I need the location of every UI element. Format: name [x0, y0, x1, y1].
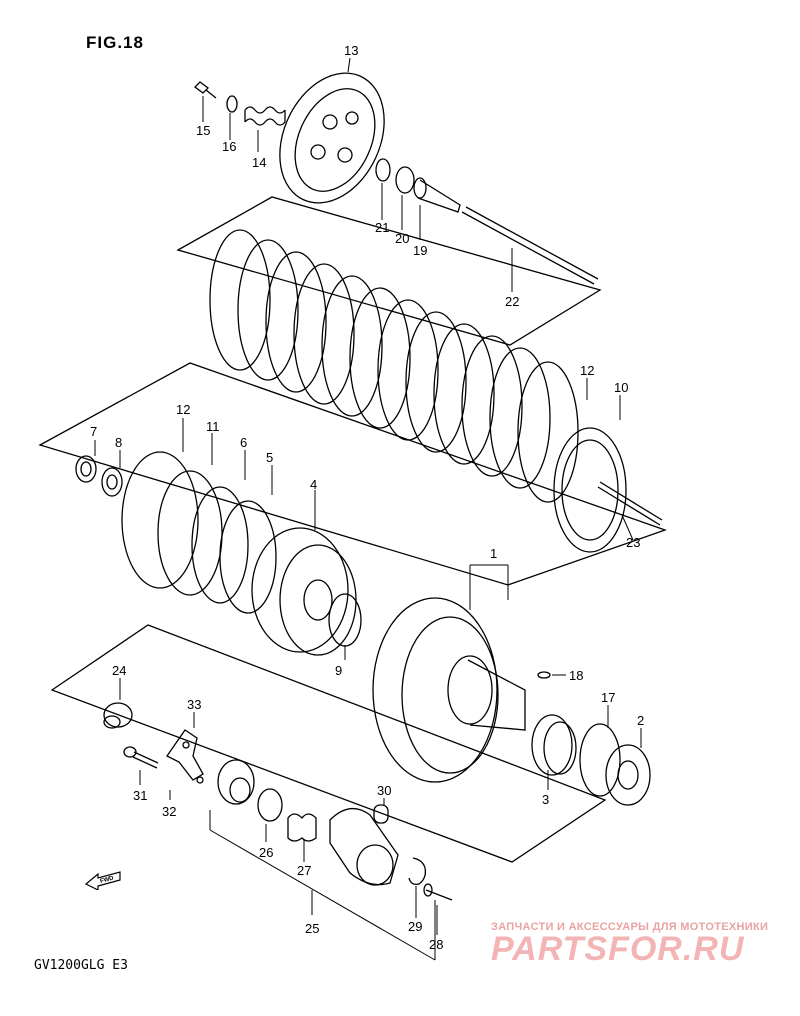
washer-16: [226, 95, 238, 113]
fwd-text: FWD: [100, 875, 115, 885]
ring-5: [219, 500, 277, 614]
part-label: 28: [429, 937, 444, 952]
lower-plate-group-outline: [38, 362, 667, 586]
part-label: 17: [601, 690, 616, 705]
part-label: 15: [196, 123, 211, 138]
part-label: 23: [626, 535, 641, 550]
part-label: 6: [240, 435, 248, 450]
part-label: 4: [310, 477, 318, 492]
part-label: 25: [305, 921, 320, 936]
leader-lines: [94, 57, 642, 961]
part-label: 16: [222, 139, 237, 154]
part-label: 30: [377, 783, 392, 798]
part-label: 1: [490, 546, 498, 561]
ring-6: [191, 486, 249, 604]
damper-24: [103, 702, 133, 729]
part-label: 20: [395, 231, 410, 246]
part-label: 5: [266, 450, 274, 465]
forward-arrow-icon: FWD: [84, 871, 121, 890]
seal-26: [257, 788, 283, 822]
washer-2: [605, 744, 651, 806]
bearing-piece: [217, 759, 255, 805]
watermark-brand: PARTSFOR.RU: [491, 930, 745, 968]
model-code: GV1200GLG E3: [34, 958, 128, 973]
part-label: 3: [542, 792, 550, 807]
clutch-plate-stack: [209, 229, 627, 553]
pusher-19: [413, 177, 461, 213]
part-label: 12: [176, 402, 191, 417]
plate-group-outline: [176, 196, 602, 346]
part-label: 10: [614, 380, 629, 395]
bleeder-28: [423, 883, 453, 901]
pushrod-22: [461, 206, 599, 285]
part-label: 29: [408, 919, 423, 934]
clutch-housing-1: [372, 597, 526, 783]
part-label: 14: [252, 155, 267, 170]
bolt-15: [194, 81, 217, 99]
watermark-tagline: ЗАПЧАСТИ И АКСЕССУАРЫ ДЛЯ МОТОТЕХНИКИ: [491, 921, 769, 933]
part-label: 31: [133, 788, 148, 803]
part-label: 7: [90, 424, 98, 439]
bracket-33: [166, 729, 204, 784]
gear-3: [531, 714, 577, 776]
part-label: 8: [115, 435, 123, 450]
slave-cylinder-25: [329, 808, 399, 886]
part-label: 19: [413, 243, 428, 258]
figure-title: FIG.18: [86, 33, 144, 52]
part-label: 2: [637, 713, 645, 728]
rod-23: [597, 481, 663, 526]
gear-17: [579, 723, 621, 797]
bearing-20: [395, 166, 415, 194]
part-label: 12: [580, 363, 595, 378]
clutch-hub-4: [251, 527, 357, 656]
nut-7: [75, 455, 97, 483]
part-label: 24: [112, 663, 127, 678]
part-label: 18: [569, 668, 584, 683]
lock-washer-8: [101, 467, 123, 497]
washer-21: [375, 158, 391, 182]
bolt-31: [123, 746, 159, 769]
part-label: 11: [206, 419, 220, 434]
part-label: 9: [335, 663, 343, 678]
part-label: 27: [297, 863, 312, 878]
clip-29: [408, 857, 427, 886]
pin-18: [537, 671, 551, 679]
plate-12-lower: [121, 451, 199, 589]
boot-27: [287, 813, 317, 842]
hub-group-outline: [50, 624, 607, 863]
spring-14: [244, 106, 286, 126]
part-label: 32: [162, 804, 177, 819]
part-label: 13: [344, 43, 359, 58]
pressure-plate: [279, 72, 385, 204]
part-label: 26: [259, 845, 274, 860]
part-label: 22: [505, 294, 520, 309]
part-label: 33: [187, 697, 202, 712]
part-label: 21: [375, 220, 390, 235]
piston-30: [373, 804, 389, 824]
